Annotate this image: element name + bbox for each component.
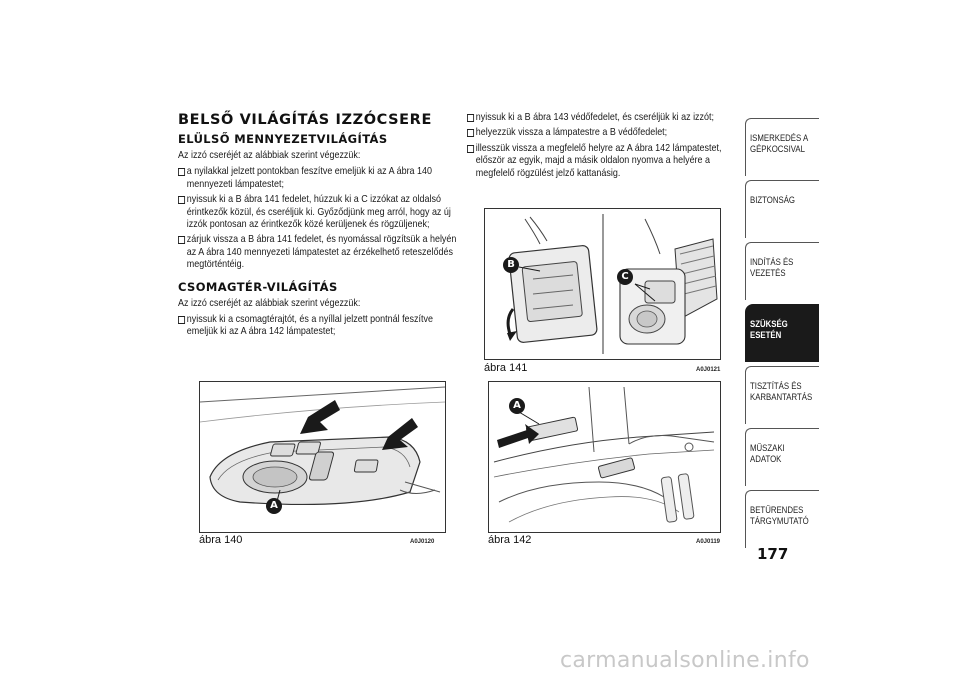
- page-title: BELSŐ VILÁGÍTÁS IZZÓCSERE: [178, 112, 432, 128]
- left-column: BELSŐ VILÁGÍTÁS IZZÓCSERE ELÜLSŐ MENNYEZ…: [178, 112, 456, 343]
- tab-ismerkedes[interactable]: ISMERKEDÉS A GÉPKOCSIVAL: [745, 118, 819, 176]
- figure-142-trunk-light: A: [488, 381, 721, 533]
- figure-141-bulb-cover: B C: [484, 208, 721, 360]
- callout-a-badge: A: [266, 498, 282, 514]
- steps-list-front: a nyilakkal jelzett pontokban feszítve e…: [178, 166, 456, 271]
- section-title-trunk-light: CSOMAGTÉR-VILÁGÍTÁS: [178, 279, 338, 294]
- checkbox-bullet-icon: [467, 114, 475, 122]
- checkbox-bullet-icon: [467, 129, 475, 138]
- tab-tisztitas[interactable]: TISZTÍTÁS ÉS KARBANTARTÁS: [745, 366, 819, 424]
- checkbox-bullet-icon: [467, 144, 475, 153]
- step-item: illesszük vissza a megfelelő helyre az A…: [467, 143, 738, 180]
- callout-b-badge: B: [503, 257, 519, 273]
- figure-142-code: A0J0119: [696, 539, 721, 545]
- checkbox-bullet-icon: [178, 168, 186, 177]
- checkbox-bullet-icon: [178, 236, 186, 245]
- steps-list-continued: nyissuk ki a B ábra 143 védőfedelet, és …: [467, 112, 731, 180]
- chapter-tabs: ISMERKEDÉS A GÉPKOCSIVAL BIZTONSÁG INDÍT…: [745, 118, 819, 552]
- tab-muszaki-adatok[interactable]: MŰSZAKI ADATOK: [745, 428, 819, 486]
- step-item: zárjuk vissza a B ábra 141 fedelet, és n…: [178, 234, 457, 271]
- page-number: 177: [757, 545, 789, 563]
- checkbox-bullet-icon: [178, 196, 186, 205]
- callout-a-badge: A: [509, 398, 525, 414]
- section-intro-trunk: Az izzó cseréjét az alábbiak szerint vég…: [178, 297, 361, 309]
- section-title-front-light: ELÜLSŐ MENNYEZETVILÁGÍTÁS: [178, 132, 388, 146]
- figure-140-ceiling-light: A: [199, 381, 446, 533]
- step-item: nyissuk ki a B ábra 143 védőfedelet, és …: [467, 112, 738, 124]
- figure-140-caption: ábra 140: [199, 534, 243, 546]
- tab-szukseg-eseten[interactable]: SZÜKSÉG ESETÉN: [745, 304, 819, 362]
- step-item: nyissuk ki a csomagtérajtót, és a nyílla…: [178, 314, 457, 339]
- figure-141-caption: ábra 141: [484, 362, 528, 374]
- step-item: helyezzük vissza a lámpatestre a B védőf…: [467, 127, 738, 139]
- callout-c-badge: C: [617, 269, 633, 285]
- figure-140-code: A0J0120: [410, 539, 435, 545]
- watermark: carmanualsonline.info: [560, 648, 810, 673]
- checkbox-bullet-icon: [178, 316, 186, 325]
- ceiling-light-illustration: [200, 386, 445, 506]
- step-item: a nyilakkal jelzett pontokban feszítve e…: [178, 166, 457, 191]
- steps-list-trunk: nyissuk ki a csomagtérajtót, és a nyílla…: [178, 314, 450, 339]
- tab-biztonsag[interactable]: BIZTONSÁG: [745, 180, 819, 238]
- trunk-light-illustration: [493, 386, 715, 523]
- section-intro-front: Az izzó cseréjét az alábbiak szerint vég…: [178, 150, 361, 161]
- tab-inditas[interactable]: INDÍTÁS ÉS VEZETÉS: [745, 242, 819, 300]
- tab-targymutato[interactable]: BETŰRENDES TÁRGYMUTATÓ: [745, 490, 819, 548]
- figure-141-code: A0J0121: [696, 367, 721, 373]
- right-column: nyissuk ki a B ábra 143 védőfedelet, és …: [467, 112, 731, 184]
- bulb-cover-illustration: [506, 214, 718, 354]
- step-item: nyissuk ki a B ábra 141 fedelet, húzzuk …: [178, 194, 457, 231]
- figure-142-caption: ábra 142: [488, 534, 532, 546]
